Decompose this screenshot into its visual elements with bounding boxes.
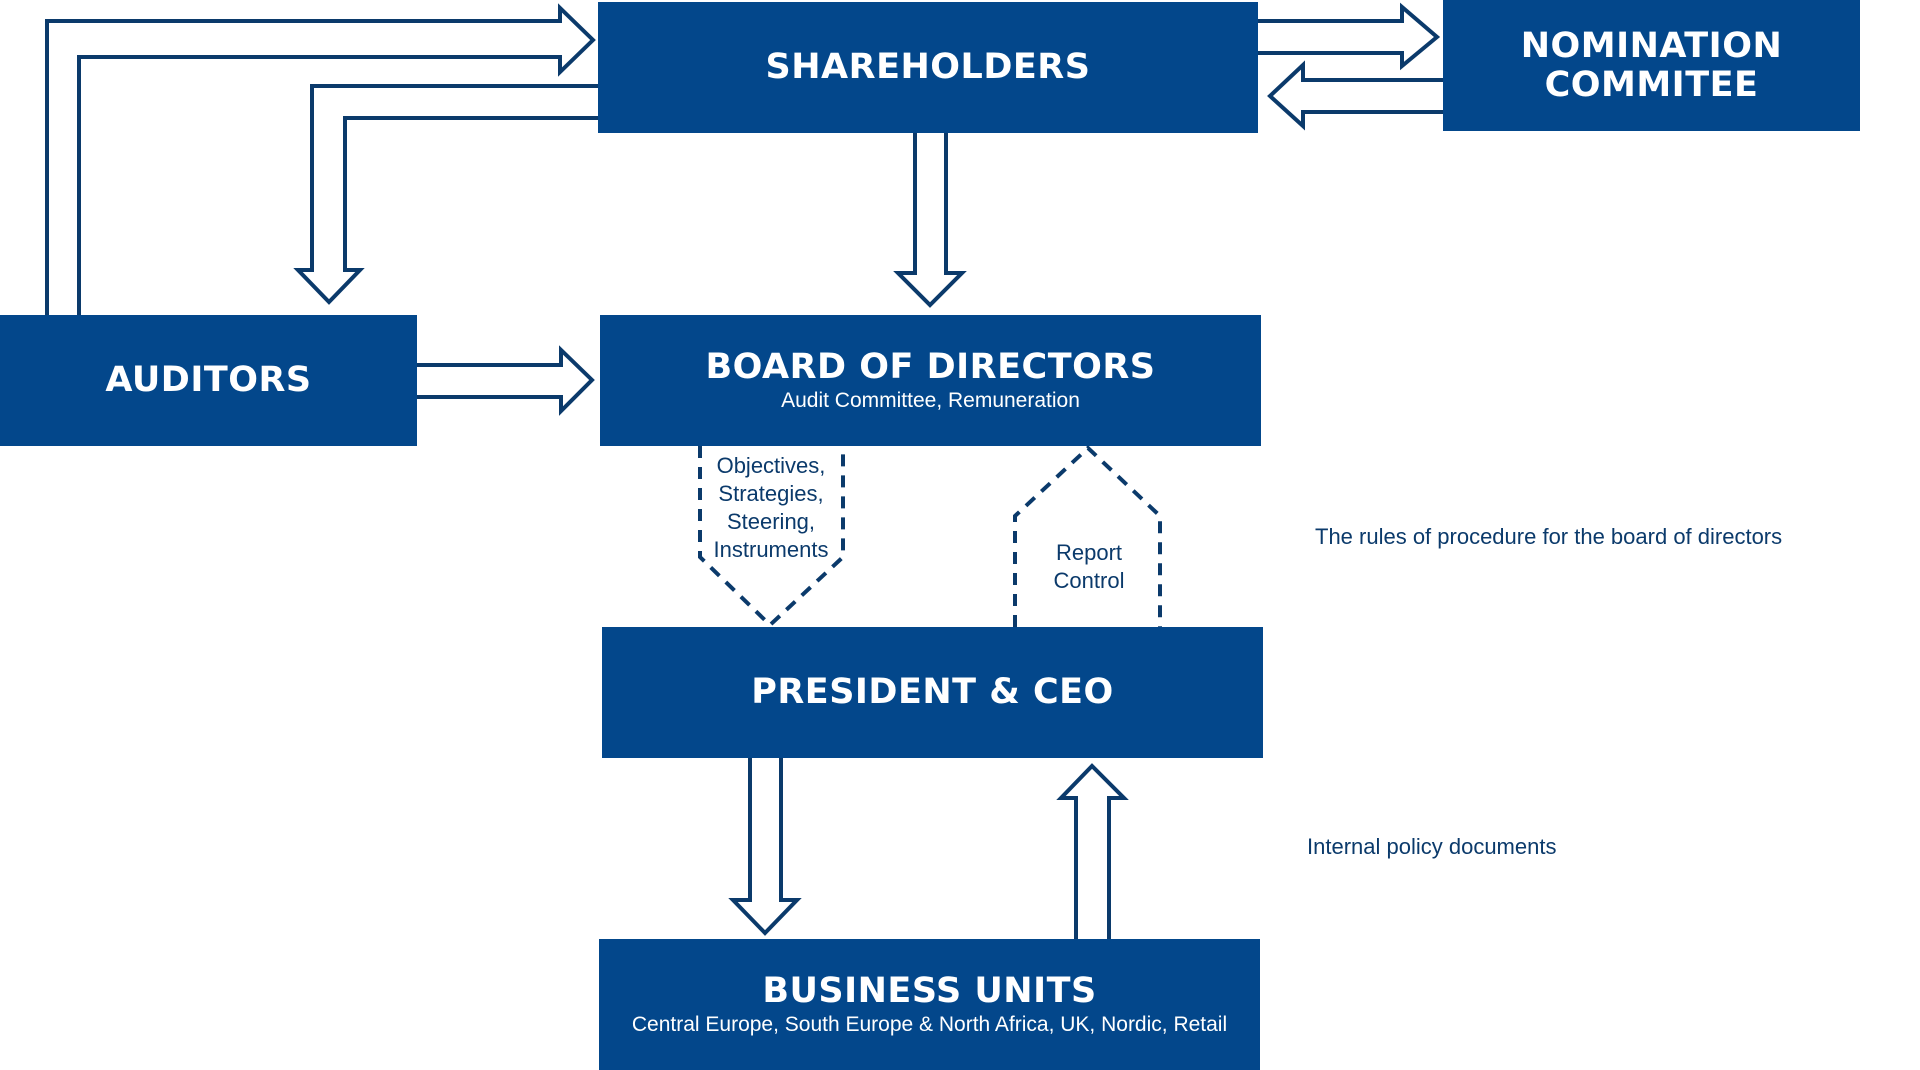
arrow-shareholders-to-board: [893, 133, 967, 308]
objectives-label: Objectives, Strategies, Steering, Instru…: [713, 453, 829, 562]
dashed-arrow-board-to-ceo: [698, 446, 845, 628]
board-of-directors-box: BOARD OF DIRECTORS Audit Committee, Remu…: [600, 315, 1261, 446]
internal-policy-note: Internal policy documents: [1307, 834, 1557, 859]
board-of-directors-subtitle: Audit Committee, Remuneration: [781, 389, 1080, 413]
report-control-label: Report Control: [1053, 540, 1125, 593]
shareholders-box: SHAREHOLDERS: [598, 2, 1258, 133]
president-ceo-title: PRESIDENT & CEO: [751, 672, 1114, 713]
business-units-subtitle: Central Europe, South Europe & North Afr…: [631, 1013, 1228, 1037]
nomination-committee-title: NOMINATION COMMITEE: [1520, 26, 1783, 105]
nomination-committee-box: NOMINATION COMMITEE: [1443, 0, 1860, 131]
president-ceo-box: PRESIDENT & CEO: [602, 627, 1263, 758]
arrow-business-to-ceo: [1056, 763, 1129, 939]
auditors-box: AUDITORS: [0, 315, 417, 446]
business-units-box: BUSINESS UNITS Central Europe, South Eur…: [599, 939, 1260, 1070]
arrow-nomination-to-shareholders: [1267, 60, 1443, 131]
arrow-ceo-to-business: [728, 758, 802, 936]
dashed-arrow-ceo-to-board: [1013, 445, 1162, 627]
auditors-title: AUDITORS: [105, 360, 312, 401]
arrow-auditors-to-shareholders: [45, 3, 596, 315]
arrow-shareholders-to-auditors: [293, 84, 598, 305]
rules-of-procedure-note: The rules of procedure for the board of …: [1315, 524, 1783, 549]
arrow-auditors-to-board: [417, 345, 595, 416]
business-units-title: BUSINESS UNITS: [762, 970, 1097, 1011]
arrow-shareholders-to-nomination: [1258, 2, 1441, 71]
shareholders-title: SHAREHOLDERS: [765, 47, 1091, 88]
board-of-directors-title: BOARD OF DIRECTORS: [705, 346, 1156, 387]
